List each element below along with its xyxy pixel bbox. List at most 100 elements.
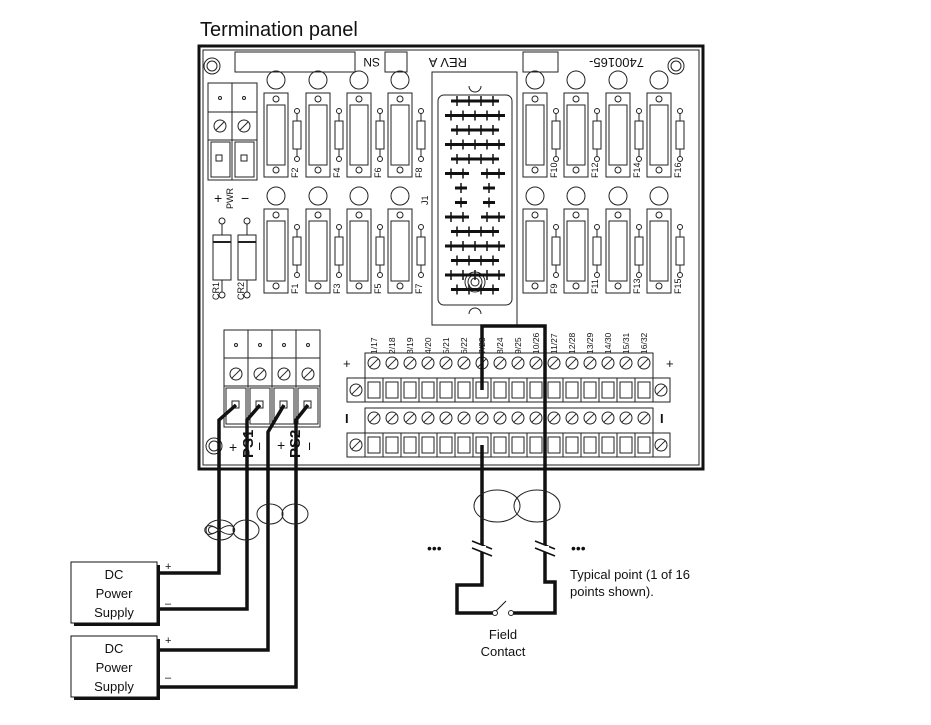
screw-slot: [423, 358, 433, 368]
resistor-icon: [416, 120, 426, 150]
resistor-pad: [553, 272, 559, 278]
screw-slot: [656, 385, 666, 395]
connector-pin: [457, 110, 469, 121]
fuse-body: [390, 104, 410, 166]
screw-slot: [603, 413, 613, 423]
fuse-clip: [655, 166, 663, 174]
field-contact-label-line2: Contact: [481, 644, 526, 659]
connector-pin: [493, 110, 505, 121]
connector-pin: [445, 139, 457, 150]
resistor-pad: [418, 272, 424, 278]
supply-label: Supply: [94, 679, 134, 694]
terminal-label: 11/27: [549, 333, 559, 354]
screw-slot: [603, 358, 613, 368]
terminal-clamp: [547, 436, 561, 454]
fuse-clip: [531, 282, 539, 290]
fuse-holder-frame: [605, 92, 631, 178]
fuse-label: F7: [414, 283, 424, 294]
terminal-label: 4/20: [423, 337, 433, 354]
ps-terminal-block: [223, 329, 321, 428]
screw-slot: [513, 413, 523, 423]
screw-slot: [459, 358, 469, 368]
connector-pin: [457, 168, 469, 179]
connector-pin: [487, 125, 499, 135]
j1-connector: [431, 71, 518, 326]
connector-pin: [487, 96, 499, 106]
terminal-clamp: [619, 436, 633, 454]
screw-slot: [495, 413, 505, 423]
connector-pin: [469, 110, 481, 121]
fuse-label: F15: [673, 278, 683, 294]
diode-body: [237, 234, 257, 281]
screw-slot: [531, 413, 541, 423]
connector-pin: [463, 96, 475, 106]
supply-minus: –: [165, 672, 172, 684]
resistor-icon: [551, 120, 561, 150]
fuse-label: F9: [549, 283, 559, 294]
terminal-clamp: [637, 381, 651, 399]
ps1-minus-wire: [157, 403, 262, 611]
fuse-mount-hole: [649, 70, 669, 90]
twisted-pair-icon: [256, 503, 309, 525]
diode-icon: CR2: [236, 217, 257, 300]
supply-plus: +: [165, 561, 171, 573]
fuse-label: F6: [373, 167, 383, 178]
fuse-label: F14: [632, 162, 642, 178]
fuse-clip: [531, 95, 539, 103]
typical-point-note-line1: Typical point (1 of 16: [570, 567, 690, 582]
screw-icon: [511, 411, 525, 425]
connector-pin: [457, 139, 469, 150]
connector-pin: [493, 139, 505, 150]
screw-slot: [477, 413, 487, 423]
fuse-mount-hole: [266, 70, 286, 90]
resistor-icon: [292, 120, 302, 150]
screw-slot: [585, 358, 595, 368]
connector-pin: [469, 270, 481, 280]
terminal-clamp: [403, 381, 417, 399]
screw-icon: [385, 411, 399, 425]
pwr-label: PWR: [225, 188, 235, 209]
connector-pin: [457, 212, 469, 222]
terminal-clamp: [421, 381, 435, 399]
fuse-clip: [272, 211, 280, 219]
resistor-pad: [636, 224, 642, 230]
screw-slot: [495, 358, 505, 368]
fuse-body: [525, 104, 545, 166]
fuse-mount-hole: [308, 70, 328, 90]
screw-icon: [619, 356, 633, 370]
fuse-mount-hole: [390, 70, 410, 90]
screw-slot: [567, 413, 577, 423]
resistor-icon: [592, 120, 602, 150]
fuse-holder: F2: [263, 70, 302, 178]
pwr-minus: −: [241, 190, 249, 206]
connector-pin: [483, 197, 495, 208]
screw-icon: [493, 411, 507, 425]
connector-pin: [455, 197, 467, 208]
resistor-pad: [594, 156, 600, 162]
fuse-holder: F15: [646, 186, 685, 294]
screw-icon: [619, 411, 633, 425]
ps-clamp-square: [231, 400, 240, 409]
fuse-clip: [314, 95, 322, 103]
supply-label: Power: [96, 660, 134, 675]
screw-slot: [441, 413, 451, 423]
connector-pin: [481, 241, 493, 251]
ps-clamp: [249, 387, 271, 425]
terminal-clamp: [529, 381, 543, 399]
resistor-pad: [294, 156, 300, 162]
terminal-clamp: [421, 436, 435, 454]
connector-pin: [451, 96, 463, 106]
ps1-minus: I: [258, 441, 261, 453]
resistor-pad: [336, 156, 342, 162]
fuse-body: [525, 220, 545, 282]
screw-icon: [385, 356, 399, 370]
terminal-label: 3/19: [405, 337, 415, 354]
connector-pin: [475, 226, 487, 237]
resistor-pad: [594, 224, 600, 230]
fuse-holder: F10: [522, 70, 561, 178]
fuse-label: F12: [590, 162, 600, 178]
connector-pin: [481, 168, 493, 179]
